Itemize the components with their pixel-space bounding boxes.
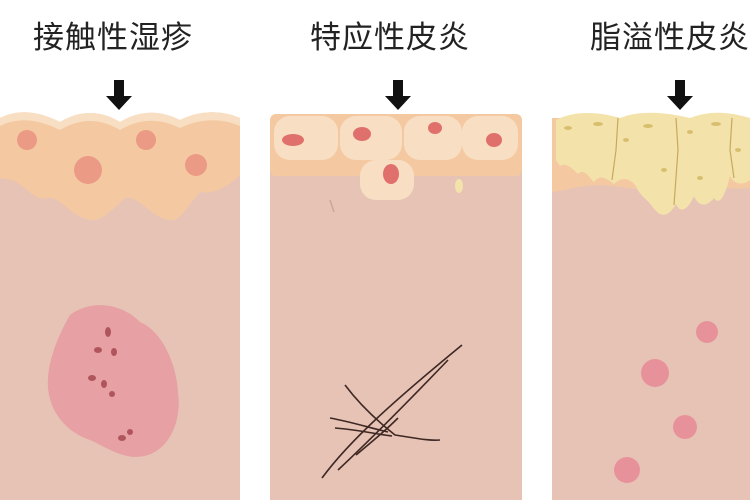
skin-cell	[274, 116, 338, 160]
panel-atopic-dermatitis	[270, 80, 522, 500]
lesion-fleck	[118, 435, 126, 441]
sebum-fleck	[735, 148, 741, 152]
sebum-shading	[564, 122, 741, 180]
panel-title-contact-eczema: 接触性湿疹	[33, 20, 193, 56]
inflammation-spot	[614, 457, 640, 483]
cell-dot	[17, 130, 37, 150]
scale-cracks	[611, 117, 735, 206]
sebum-fleck	[661, 168, 667, 172]
epidermis-highlight	[0, 112, 240, 130]
scratch-line	[355, 417, 399, 456]
inflammation-spot	[673, 415, 697, 439]
sebum-fleck	[711, 122, 721, 126]
lesion-fleck	[88, 375, 96, 381]
arrow-down-icon	[106, 80, 132, 110]
crack-line	[729, 117, 735, 179]
cell-nucleus	[353, 127, 371, 141]
arrow-down-icon	[667, 80, 693, 110]
sebum-fleck	[687, 130, 693, 134]
panel-title-atopic-dermatitis: 特应性皮炎	[310, 20, 470, 56]
scratch-line	[321, 344, 463, 479]
arrow-down-icon	[385, 80, 411, 110]
lesion-fleck	[94, 347, 102, 353]
scratch-line	[344, 384, 441, 441]
lesion-fleck	[111, 348, 117, 356]
sebum-fleck	[623, 138, 629, 142]
dermis-layer	[552, 150, 750, 500]
cell-nucleus	[486, 133, 502, 147]
cell-nucleus	[428, 122, 442, 134]
lesion-flecks	[88, 327, 133, 441]
scratch-line	[334, 427, 393, 437]
cell-dot	[74, 156, 102, 184]
crack-line	[673, 117, 679, 206]
panel-contact-eczema	[0, 80, 240, 500]
panel-title-seborrheic-dermatitis: 脂溢性皮炎	[590, 20, 750, 56]
dermis-layer	[270, 150, 522, 500]
sebum-scale	[556, 112, 750, 215]
skin-cell	[340, 116, 402, 160]
eczema-lesion	[47, 305, 179, 457]
lesion-fleck	[127, 429, 133, 435]
sebum-fleck	[564, 126, 572, 130]
scratch-marks	[321, 344, 463, 479]
cell-dot	[136, 130, 156, 150]
cell-dot	[185, 154, 207, 176]
sebum-fleck	[593, 122, 603, 126]
cell-nucleus	[383, 164, 399, 184]
cell-nucleus	[282, 134, 304, 146]
inflammation-spot	[696, 321, 718, 343]
crack-line	[611, 117, 619, 181]
sebum-fleck	[697, 176, 703, 180]
sebum-fleck	[643, 124, 653, 128]
crack-line	[329, 199, 335, 213]
lesion-fleck	[101, 380, 107, 388]
lesion-fleck	[105, 327, 111, 337]
panel-seborrheic-dermatitis	[552, 80, 750, 500]
skin-cell	[404, 116, 462, 160]
lesion-fleck	[109, 391, 115, 397]
inflammation-spot	[641, 359, 669, 387]
epidermis-layer	[0, 112, 240, 221]
scratch-line	[337, 359, 449, 471]
sebum-droplet	[455, 179, 463, 193]
